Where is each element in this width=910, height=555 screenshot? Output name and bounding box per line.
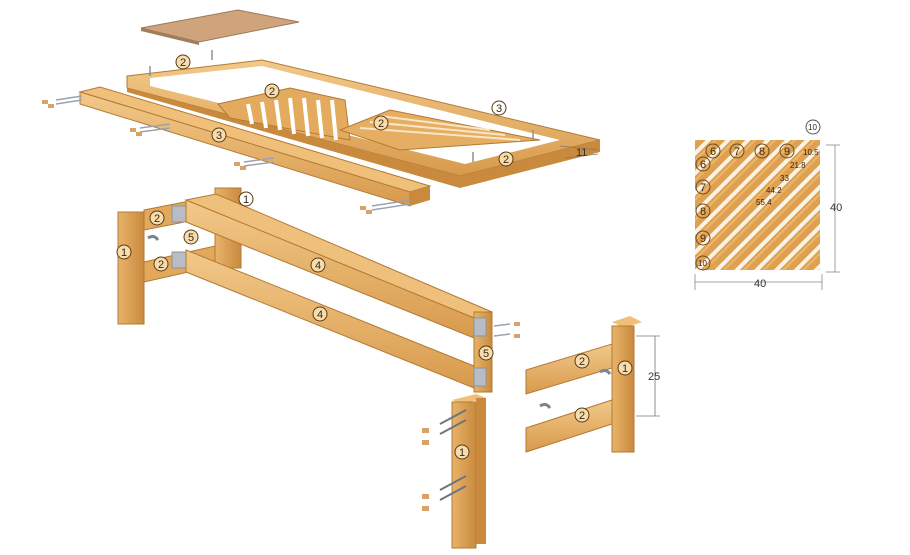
svg-text:1: 1 (243, 194, 249, 206)
svg-text:33: 33 (780, 174, 789, 183)
label-bracket-top-left: 2 (149, 210, 165, 226)
screws (55, 95, 411, 211)
svg-text:6: 6 (710, 146, 716, 158)
svg-text:9: 9 (700, 233, 706, 245)
svg-text:8: 8 (759, 146, 765, 158)
svg-text:4: 4 (315, 260, 321, 272)
label-leg-front: 1 (454, 444, 470, 460)
svg-text:21.8: 21.8 (790, 161, 806, 170)
svg-text:44.2: 44.2 (766, 186, 782, 195)
label-connector-left: 5 (183, 229, 199, 245)
long-rail (42, 86, 432, 214)
svg-text:2: 2 (180, 57, 186, 69)
dimension-25 (636, 335, 660, 417)
svg-text:7: 7 (700, 182, 706, 194)
svg-text:1: 1 (121, 247, 127, 259)
label-frame-mid: 2 (264, 83, 280, 99)
dim-leg-spacing: 25 (648, 371, 660, 383)
svg-text:2: 2 (154, 213, 160, 225)
part-labels: 2 2 2 3 2 3 1 2 1 5 2 4 4 5 1 2 1 2 (116, 54, 633, 460)
svg-text:10: 10 (808, 123, 817, 132)
label-connector-right: 5 (478, 345, 494, 361)
label-frame-top: 2 (175, 54, 191, 70)
front-leg (422, 394, 486, 549)
svg-text:2: 2 (378, 118, 384, 130)
label-leg-right: 1 (617, 360, 633, 376)
svg-text:1: 1 (459, 447, 465, 459)
svg-text:5: 5 (188, 232, 194, 244)
label-bracket-bot-left: 2 (153, 256, 169, 272)
label-rail-long: 3 (211, 127, 227, 143)
detail-height: 40 (830, 202, 842, 214)
svg-text:10.5: 10.5 (803, 148, 819, 157)
slats-left (217, 87, 351, 141)
svg-text:2: 2 (579, 356, 585, 368)
label-stretcher-top: 4 (310, 257, 326, 273)
label-rail-diag: 3 (491, 100, 507, 116)
svg-text:8: 8 (700, 206, 706, 218)
nails (149, 50, 534, 162)
dim-frame-height: 11 (576, 147, 587, 159)
detail-diagonals: 21.8 33 44.2 55.4 (756, 161, 806, 207)
label-bracket-bot-right: 2 (574, 407, 590, 423)
svg-text:2: 2 (269, 86, 275, 98)
svg-text:2: 2 (503, 154, 509, 166)
svg-text:3: 3 (496, 103, 502, 115)
svg-text:9: 9 (784, 146, 790, 158)
detail-top-labels: 6 7 8 9 10.5 10 (705, 119, 821, 159)
label-leg-left: 1 (116, 244, 132, 260)
detail-side-labels: 6 7 8 9 10 (695, 156, 711, 271)
stretchers (184, 193, 520, 393)
svg-text:6: 6 (700, 159, 706, 171)
svg-text:1: 1 (622, 363, 628, 375)
svg-text:4: 4 (317, 309, 323, 321)
label-bracket-top-right: 2 (574, 353, 590, 369)
dimension-11 (559, 145, 599, 159)
right-leg-assembly (525, 316, 642, 453)
svg-text:3: 3 (216, 130, 222, 142)
svg-text:7: 7 (734, 146, 740, 158)
upper-frame (126, 50, 601, 188)
label-slats-right: 2 (373, 115, 389, 131)
slat-detail: 40 40 6 7 8 9 10.5 10 6 7 8 9 10 21.8 33… (694, 119, 842, 290)
svg-text:5: 5 (483, 348, 489, 360)
svg-text:2: 2 (579, 410, 585, 422)
top-panel (140, 9, 300, 45)
label-leg-back: 1 (238, 191, 254, 207)
svg-text:55.4: 55.4 (756, 198, 772, 207)
label-stretcher-bot: 4 (312, 306, 328, 322)
svg-text:2: 2 (158, 259, 164, 271)
plugs (42, 100, 372, 214)
svg-text:10: 10 (698, 259, 707, 268)
slats-right (338, 109, 541, 151)
detail-width: 40 (754, 278, 766, 290)
label-frame-right: 2 (498, 151, 514, 167)
